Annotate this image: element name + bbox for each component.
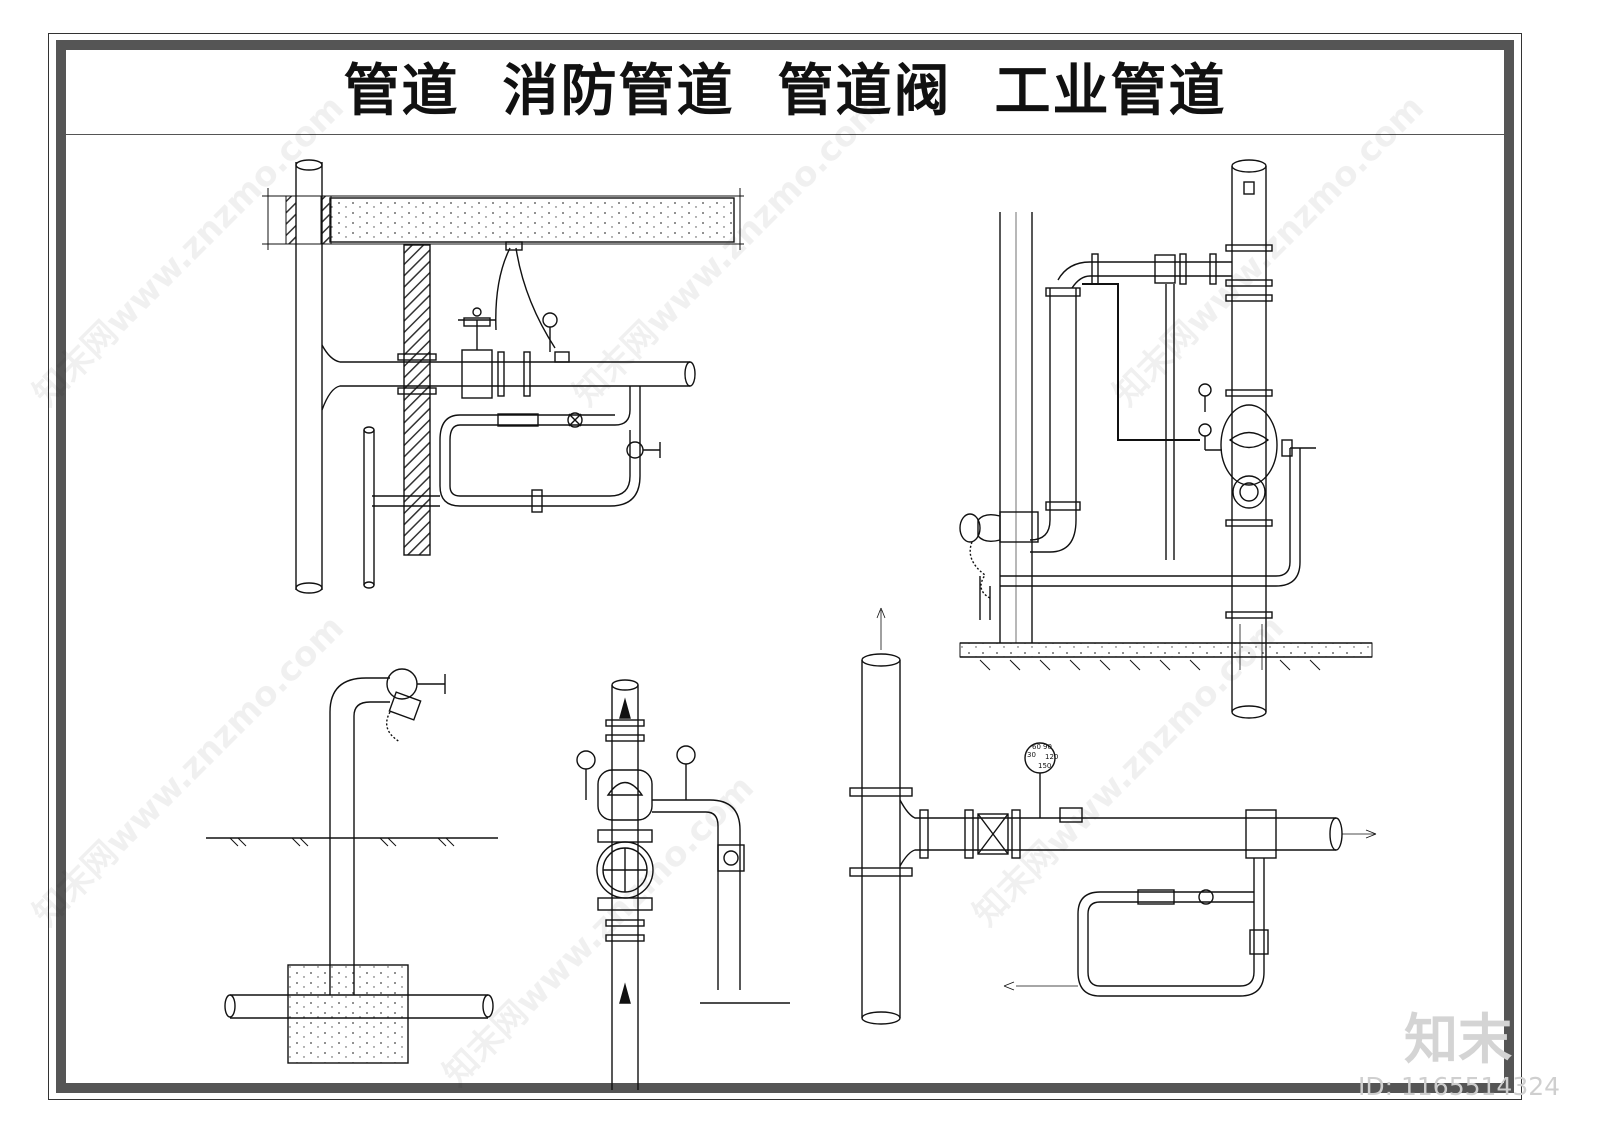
title-divider — [66, 134, 1504, 135]
drawing-frame-outer — [48, 33, 1522, 1100]
gauge-label-120: 120 — [1045, 753, 1058, 761]
gauge-label-150: 150 — [1038, 762, 1051, 770]
gauge-label-60: 60 — [1032, 743, 1041, 751]
assembly-horizontal-valve — [849, 607, 1377, 1025]
assembly-underground-hydrant — [206, 668, 498, 1064]
hatched-wall — [403, 244, 431, 556]
drawing-frame-inner — [56, 40, 1514, 1093]
gauge-label-90: 90 — [1043, 743, 1052, 751]
assembly-wall-slab — [262, 159, 744, 594]
watermark-logo: 知末 — [1404, 1008, 1512, 1071]
gauge-label-30: 30 — [1027, 751, 1036, 759]
assembly-alarm-valve — [576, 679, 790, 1090]
concrete-slab — [329, 197, 735, 243]
assembly-riser-hydrant — [959, 159, 1373, 719]
watermark-id: ID: 1165514324 — [1358, 1072, 1561, 1101]
drawing-title: 管道 消防管道 管道阀 工业管道 — [343, 59, 1227, 124]
gauge-scale-labels: 30 60 90 120 150 — [1027, 743, 1058, 770]
